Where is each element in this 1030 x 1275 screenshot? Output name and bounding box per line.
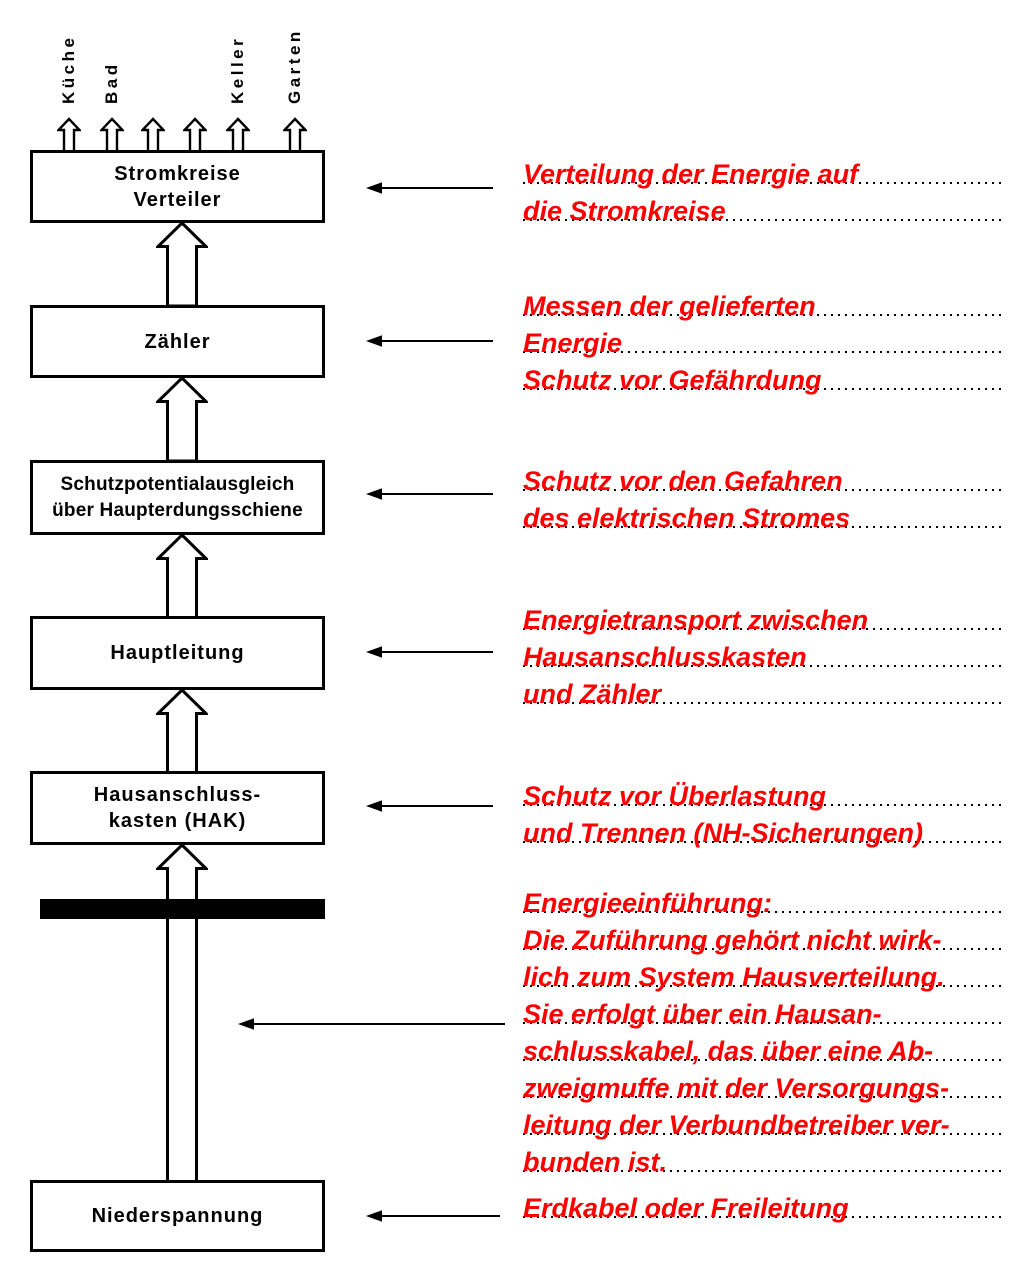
annotation-line: die Stromkreise bbox=[523, 184, 1005, 226]
flow-arrow-up-icon bbox=[156, 221, 208, 306]
box-label: Hauptleitung bbox=[110, 642, 245, 664]
box-label: Niederspannung bbox=[91, 1205, 264, 1227]
annotation-line: Schutz vor Gefährdung bbox=[523, 353, 1005, 395]
circuit-label-bad: Bad bbox=[102, 61, 121, 104]
annotation-line: Schutz vor den Gefahren bbox=[523, 454, 1005, 496]
flow-arrow-up-icon bbox=[156, 533, 208, 618]
box-schutzpotentialausgleich: Schutzpotentialausgleich über Haupterdun… bbox=[30, 460, 325, 535]
circuit-label-keller: Keller bbox=[228, 35, 247, 104]
pointer-arrow-left-icon bbox=[366, 1210, 500, 1222]
annotation-line: schlusskabel, das über eine Ab- bbox=[523, 1024, 1005, 1066]
wall-bar bbox=[40, 899, 325, 919]
flow-arrow-up-icon bbox=[156, 688, 208, 773]
annotation-line: lich zum System Hausverteilung. bbox=[523, 950, 1005, 992]
annotation-line: zweigmuffe mit der Versorgungs- bbox=[523, 1061, 1005, 1103]
annotation-line: Sie erfolgt über ein Hausan- bbox=[523, 987, 1005, 1029]
circuit-arrow-up-icon bbox=[141, 117, 165, 152]
annotation-line: Energie bbox=[523, 316, 1005, 358]
pointer-arrow-left-icon bbox=[366, 488, 493, 500]
pointer-arrow-left-icon bbox=[366, 800, 493, 812]
annotation-line: Verteilung der Energie auf bbox=[523, 147, 1005, 189]
box-stromkreise-verteiler: Stromkreise Verteiler bbox=[30, 150, 325, 223]
annotation-line: Energietransport zwischen bbox=[523, 593, 1005, 635]
annotation-line: Hausanschlusskasten bbox=[523, 630, 1005, 672]
pointer-arrow-left-icon bbox=[366, 182, 493, 194]
annotation-zaehler: Messen der gelieferten Energie Schutz vo… bbox=[523, 279, 1005, 395]
annotation-line: Erdkabel oder Freileitung bbox=[523, 1181, 1005, 1223]
circuit-arrow-up-icon bbox=[226, 117, 250, 152]
box-label: kasten (HAK) bbox=[108, 810, 247, 832]
annotation-line: Energieeinführung: bbox=[523, 876, 1005, 918]
pointer-arrow-left-icon bbox=[366, 335, 493, 347]
box-label: Hausanschluss- bbox=[93, 784, 262, 806]
annotation-line: leitung der Verbundbetreiber ver- bbox=[523, 1098, 1005, 1140]
annotation-line: Messen der gelieferten bbox=[523, 279, 1005, 321]
annotation-line: und Trennen (NH-Sicherungen) bbox=[523, 806, 1005, 848]
annotation-hausanschlusskasten: Schutz vor Überlastung und Trennen (NH-S… bbox=[523, 769, 1005, 848]
pointer-arrow-left-icon bbox=[366, 646, 493, 658]
annotation-stromkreise: Verteilung der Energie auf die Stromkrei… bbox=[523, 147, 1005, 226]
box-label: Stromkreise bbox=[114, 162, 241, 185]
annotation-niederspannung: Erdkabel oder Freileitung bbox=[523, 1181, 1005, 1223]
annotation-line: und Zähler bbox=[523, 667, 1005, 709]
box-label: Verteiler bbox=[133, 188, 222, 211]
annotation-schutzpotentialausgleich: Schutz vor den Gefahren des elektrischen… bbox=[523, 454, 1005, 533]
box-hausanschlusskasten: Hausanschluss- kasten (HAK) bbox=[30, 771, 325, 845]
circuit-arrow-up-icon bbox=[283, 117, 307, 152]
box-label: über Haupterdungsschiene bbox=[52, 499, 303, 521]
circuit-arrow-up-icon bbox=[100, 117, 124, 152]
flow-arrow-up-icon bbox=[156, 376, 208, 461]
supply-arrow-up-icon bbox=[156, 843, 208, 1182]
annotation-line: des elektrischen Stromes bbox=[523, 491, 1005, 533]
annotation-line: bunden ist. bbox=[523, 1135, 1005, 1177]
circuit-arrow-up-icon bbox=[57, 117, 81, 152]
annotation-line: Schutz vor Überlastung bbox=[523, 769, 1005, 811]
annotation-hauptleitung: Energietransport zwischen Hausanschlussk… bbox=[523, 593, 1005, 709]
circuit-arrow-up-icon bbox=[183, 117, 207, 152]
box-hauptleitung: Hauptleitung bbox=[30, 616, 325, 690]
box-label: Zähler bbox=[144, 330, 211, 353]
pointer-arrow-left-icon bbox=[238, 1018, 505, 1030]
circuit-label-kueche: Küche bbox=[59, 34, 78, 104]
circuit-label-garten: Garten bbox=[285, 28, 304, 104]
annotation-energieeinfuehrung: Energieeinführung: Die Zuführung gehört … bbox=[523, 876, 1005, 1177]
box-zaehler: Zähler bbox=[30, 305, 325, 378]
annotation-line: Die Zuführung gehört nicht wirk- bbox=[523, 913, 1005, 955]
box-niederspannung: Niederspannung bbox=[30, 1180, 325, 1252]
box-label: Schutzpotentialausgleich bbox=[60, 473, 295, 495]
